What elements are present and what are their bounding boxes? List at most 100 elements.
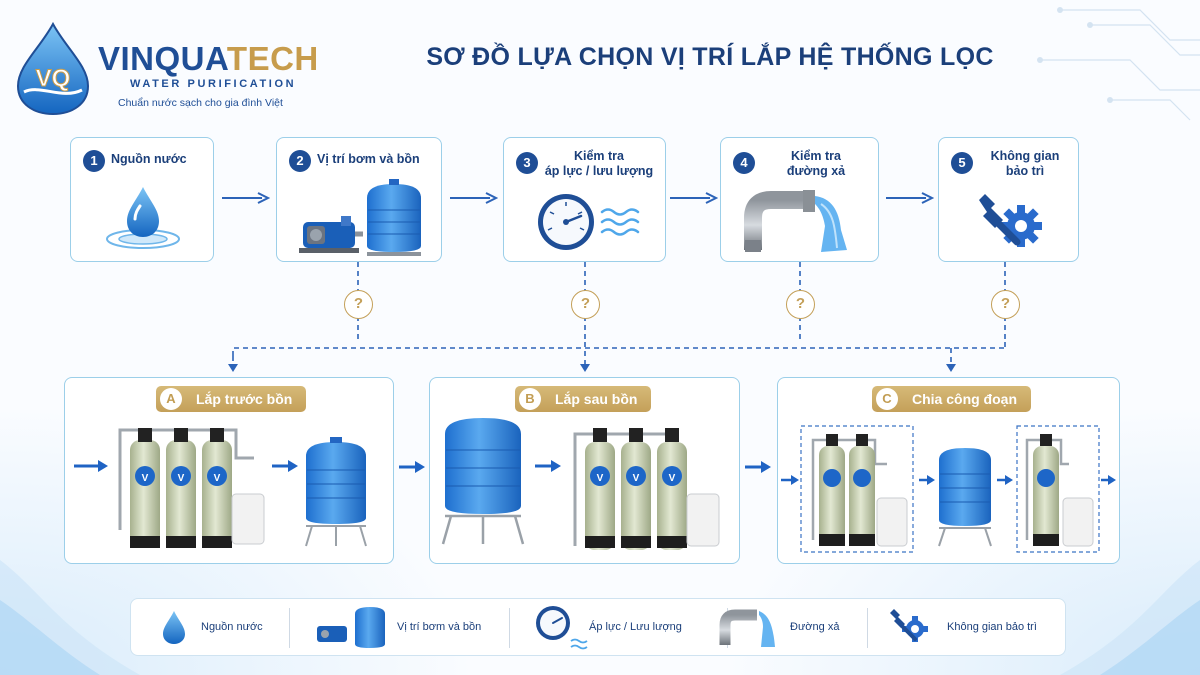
legend-item-drain: Đường xả: [717, 599, 877, 655]
arrow-right-icon: [670, 192, 718, 204]
step-5-maintenance-space: 5 Không gian bảo trì: [938, 137, 1079, 262]
dashed-connectors: [228, 262, 1006, 372]
step-label-line2: áp lực / lưu lượng: [544, 164, 654, 178]
option-b-badge: B Lắp sau bồn: [515, 386, 652, 412]
brand-tagline: Chuẩn nước sạch cho gia đình Việt: [118, 97, 283, 109]
water-tank: [938, 448, 992, 547]
step-2-pump-tank: 2 Vị trí bơm và bồn: [276, 137, 442, 262]
arrow-right-icon: [745, 461, 771, 473]
step-label-line1: Kiểm tra: [790, 149, 842, 163]
option-label: Lắp trước bồn: [196, 391, 293, 407]
filter-column: V: [166, 428, 196, 548]
step-number: 5: [951, 152, 973, 174]
drain-pipe-icon: [719, 609, 775, 647]
legend-label: Nguồn nước: [201, 621, 263, 633]
step-label: Kiểm tra áp lực / lưu lượng: [540, 149, 658, 179]
step-number: 2: [289, 150, 311, 172]
svg-text:V: V: [142, 473, 149, 484]
option-a-illustration: V V V: [74, 428, 367, 548]
legend-divider: [867, 608, 868, 648]
step-label: Kiểm tra đường xả: [761, 149, 871, 179]
filter-column: V: [621, 428, 651, 550]
step-1-water-source: 1 Nguồn nước: [70, 137, 214, 262]
water-drop-icon: [163, 611, 185, 644]
question-circle-2: ?: [344, 290, 373, 319]
option-c-illustration: [781, 425, 1116, 553]
step-label: Nguồn nước: [111, 152, 187, 166]
filter-column: V: [130, 428, 160, 548]
arrow-right-icon: [399, 461, 425, 473]
filter-column: [849, 434, 875, 546]
filter-column: [819, 434, 845, 546]
circuit-decoration: [1037, 7, 1200, 121]
option-b-illustration: V V V: [441, 418, 720, 550]
brand-name: VINQUATECH: [98, 40, 319, 78]
legend-bar: Nguồn nước Vị trí bơm và bồn Áp lực / Lư…: [130, 598, 1066, 656]
drain-pipe-icon: [744, 190, 847, 252]
water-splash-decoration: [1060, 560, 1200, 675]
legend-divider: [509, 608, 510, 648]
option-label: Lắp sau bồn: [555, 391, 638, 407]
arrow-right-icon: [886, 192, 934, 204]
filter-column: V: [202, 428, 232, 548]
pressure-gauge-icon: [536, 606, 588, 650]
filter-column: [1033, 434, 1059, 546]
step-3-pressure-flow: 3 Kiểm tra áp lực / lưu lượng: [503, 137, 666, 262]
question-circle-4: ?: [786, 290, 815, 319]
step-label: Vị trí bơm và bồn: [317, 152, 420, 166]
legend-item-pump-tank: Vị trí bơm và bồn: [313, 599, 523, 655]
question-mark-3: ?: [580, 295, 591, 312]
legend-divider: [289, 608, 290, 648]
question-mark-4: ?: [795, 295, 806, 312]
pump-and-tank-icon: [317, 607, 385, 648]
pressure-gauge-icon: [538, 194, 640, 250]
wrench-gear-icon: [890, 609, 928, 642]
legend-label: Không gian bảo trì: [947, 621, 1037, 633]
step-4-drain: 4 Kiểm tra đường xả: [720, 137, 879, 262]
option-label: Chia công đoạn: [912, 391, 1017, 407]
pump-and-tank-icon: [299, 179, 421, 256]
step-label-line2: đường xả: [786, 164, 846, 178]
step-label: Không gian bảo trì: [977, 149, 1073, 179]
question-mark-5: ?: [1000, 295, 1011, 312]
step-number: 4: [733, 152, 755, 174]
legend-label: Áp lực / Lưu lượng: [589, 621, 682, 633]
svg-text:V: V: [214, 473, 221, 484]
filter-column: V: [657, 428, 687, 550]
question-mark-2: ?: [353, 295, 364, 312]
water-splash-decoration: [0, 560, 140, 675]
legend-item-pressure: Áp lực / Lưu lượng: [533, 599, 723, 655]
legend-item-water-source: Nguồn nước: [155, 599, 295, 655]
step-label-line1: Kiểm tra: [573, 149, 625, 163]
water-tank: [441, 418, 525, 545]
arrow-right-icon: [450, 192, 498, 204]
legend-label: Vị trí bơm và bồn: [397, 621, 482, 633]
brand-logo: VQ VINQUATECH WATER PURIFICATION Chuẩn n…: [10, 20, 320, 115]
svg-text:V: V: [178, 473, 185, 484]
filter-column: V: [585, 428, 615, 550]
step-label-line1: Không gian: [990, 149, 1060, 163]
arrow-right-icon: [222, 192, 270, 204]
legend-label: Đường xả: [790, 621, 840, 633]
logo-letters: VQ: [36, 65, 71, 92]
page-title: SƠ ĐỒ LỰA CHỌN VỊ TRÍ LẮP HỆ THỐNG LỌC: [426, 43, 994, 71]
question-circle-3: ?: [571, 290, 600, 319]
water-drop-icon: [106, 187, 180, 249]
brand-name-part1: VINQUA: [98, 40, 227, 77]
svg-text:V: V: [669, 473, 676, 484]
brand-subtitle: WATER PURIFICATION: [130, 78, 297, 90]
svg-text:V: V: [633, 473, 640, 484]
wrench-gear-icon: [979, 194, 1042, 247]
option-a-badge: A Lắp trước bồn: [156, 386, 307, 412]
logo-drop-icon: VQ: [16, 21, 90, 115]
step-number: 3: [516, 152, 538, 174]
question-circle-5: ?: [991, 290, 1020, 319]
water-tank: [305, 437, 367, 547]
step-label-line2: bảo trì: [1005, 164, 1045, 178]
svg-text:V: V: [597, 473, 604, 484]
brand-name-part2: TECH: [226, 40, 319, 77]
option-letter: B: [519, 388, 541, 410]
option-letter: A: [160, 388, 182, 410]
